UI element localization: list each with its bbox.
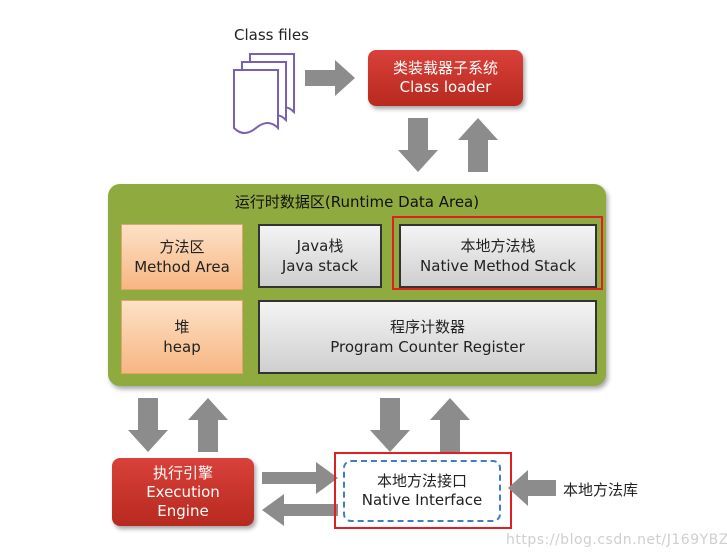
arrow-updown-icon [128, 398, 228, 452]
native-stack-highlight [392, 216, 603, 290]
native-method-stack-box: 本地方法栈 Native Method Stack [399, 224, 597, 288]
native-interface-highlight [334, 452, 512, 529]
native-interface-en: Native Interface [361, 491, 483, 509]
native-stack-cn: 本地方法栈 [460, 237, 536, 255]
java-stack-box: Java栈 Java stack [258, 224, 382, 288]
pc-register-en: Program Counter Register [330, 338, 525, 356]
arrow-left-icon [508, 470, 556, 506]
class-files-label: Class files [234, 26, 309, 44]
arrow-right-icon [305, 60, 355, 96]
native-library-label: 本地方法库 [563, 481, 639, 499]
execution-engine-box: 执行引擎 Execution Engine [112, 458, 254, 526]
class-files-icon [233, 53, 295, 134]
runtime-area-title: 运行时数据区(Runtime Data Area) [234, 193, 480, 211]
pc-register-box: 程序计数器 Program Counter Register [258, 300, 597, 374]
execution-engine-cn: 执行引擎 [152, 463, 213, 482]
heap-cn: 堆 [174, 318, 190, 336]
watermark: https://blog.csdn.net/J169YBZ [506, 532, 727, 548]
class-loader-cn: 类装载器子系统 [392, 59, 498, 77]
class-loader-en: Class loader [399, 78, 492, 96]
method-area-en: Method Area [134, 258, 230, 276]
arrow-updown-icon [370, 398, 470, 452]
method-area-box: 方法区 Method Area [121, 224, 243, 290]
java-stack-cn: Java栈 [296, 237, 344, 255]
heap-box: 堆 heap [121, 300, 243, 374]
arrow-leftright-icon [262, 462, 338, 526]
native-interface-box: 本地方法接口 Native Interface [343, 460, 501, 522]
pc-register-cn: 程序计数器 [389, 318, 465, 336]
heap-en: heap [163, 338, 201, 356]
execution-engine-en1: Execution [146, 482, 220, 501]
native-interface-cn: 本地方法接口 [376, 472, 467, 490]
java-stack-en: Java stack [281, 257, 359, 275]
execution-engine-en2: Engine [157, 501, 209, 520]
class-loader-box: 类装载器子系统 Class loader [368, 50, 523, 106]
method-area-cn: 方法区 [159, 238, 205, 256]
native-stack-en: Native Method Stack [420, 257, 576, 275]
arrow-updown-icon [398, 118, 498, 172]
